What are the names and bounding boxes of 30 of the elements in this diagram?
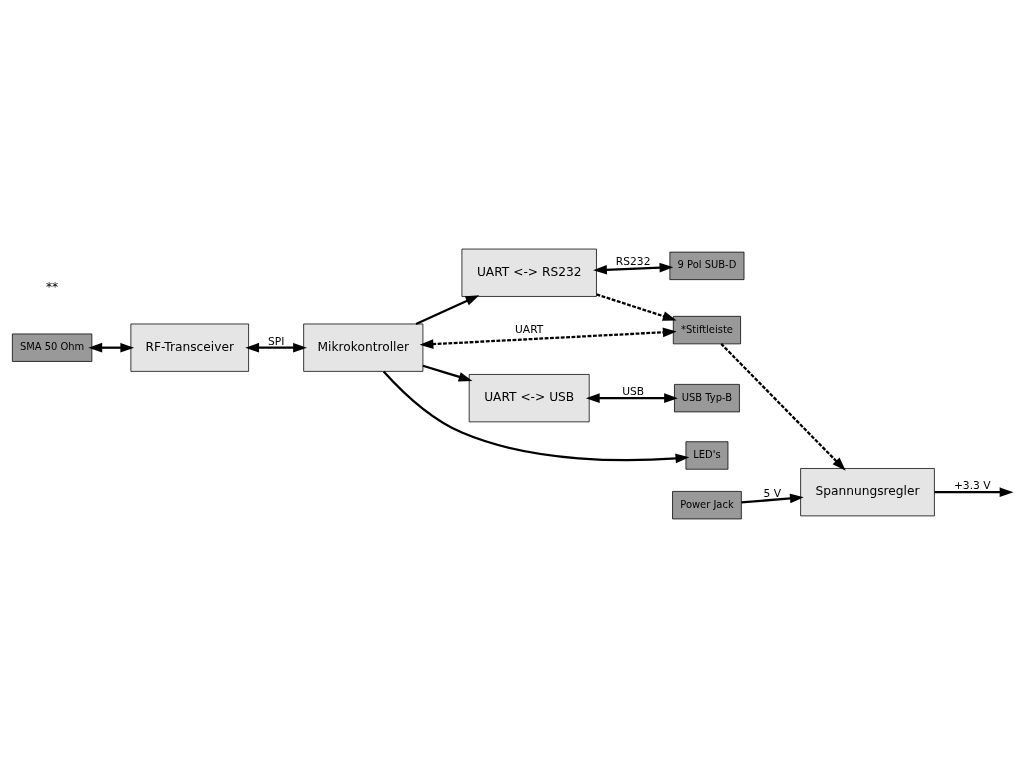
arrow xyxy=(720,342,846,471)
arrow xyxy=(245,342,307,352)
edge-label: UART xyxy=(515,322,544,336)
node-box: Mikrokontroller xyxy=(303,323,424,372)
node-box: SMA 50 Ohm xyxy=(11,333,93,362)
node-box: USB Typ-B xyxy=(674,383,740,412)
node-box: RF-Transceiver xyxy=(130,323,249,372)
node-box: 9 Pol SUB-D xyxy=(669,251,745,280)
edge-label: SPI xyxy=(267,334,285,348)
arrow xyxy=(415,294,480,325)
label: ** xyxy=(46,279,59,294)
arrow xyxy=(382,370,690,463)
arrow xyxy=(88,342,135,352)
node-box: Power Jack xyxy=(672,490,742,519)
edge-label: 5 V xyxy=(763,486,782,500)
arrow xyxy=(585,392,678,403)
arrow xyxy=(596,292,677,321)
node-box: Spannungsregler xyxy=(800,467,935,516)
edge-label: +3.3 V xyxy=(953,478,991,492)
arrow xyxy=(419,327,677,349)
node-box: UART <-> USB xyxy=(468,373,590,422)
node-box: UART <-> RS232 xyxy=(461,248,597,297)
arrow xyxy=(934,486,1014,497)
node-box: LED's xyxy=(685,440,729,470)
arrow xyxy=(422,364,473,381)
node-box: *Stiftleiste xyxy=(672,315,741,344)
edge-label: RS232 xyxy=(615,254,651,268)
edge-label: USB xyxy=(622,384,645,398)
arrow xyxy=(593,262,674,275)
arrow xyxy=(741,493,804,504)
